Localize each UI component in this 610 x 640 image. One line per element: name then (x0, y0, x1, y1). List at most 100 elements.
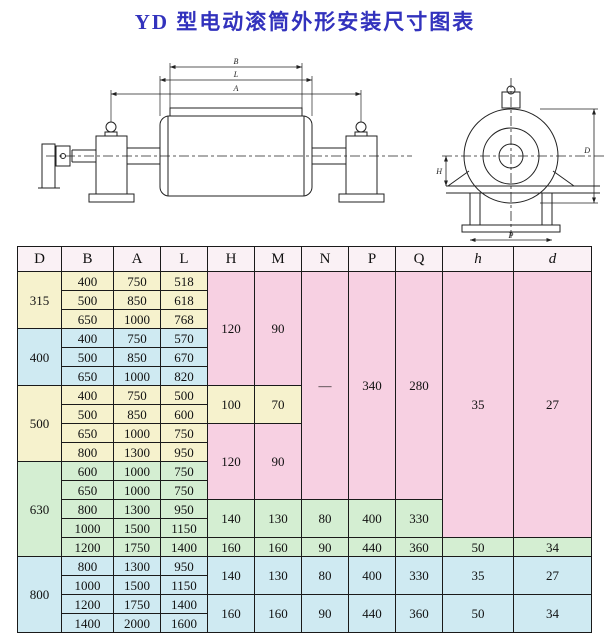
table-row: 800 1300 950 (18, 442, 592, 462)
table-row: 500 850 618 (18, 290, 592, 310)
right-eyebolt-icon (355, 121, 367, 133)
h-cell: 140 (207, 556, 255, 595)
b-cell: 1200 (61, 594, 114, 614)
a-cell: 1500 (113, 575, 161, 595)
m-cell: 130 (254, 499, 302, 538)
h-cell: 120 (207, 271, 255, 386)
b-cell: 500 (61, 290, 114, 310)
a-cell: 1300 (113, 442, 161, 462)
col-header-H: H (207, 246, 255, 272)
q-cell: 360 (395, 594, 443, 633)
l-cell: 768 (160, 309, 208, 329)
table-row: 1200 1750 1400 160 160 90 440 360 50 34 (18, 537, 592, 557)
q-cell: 330 (395, 499, 443, 538)
b-cell: 650 (61, 366, 114, 386)
hh-cell: 50 (442, 537, 514, 557)
b-cell: 650 (61, 480, 114, 500)
b-cell: 500 (61, 347, 114, 367)
base-plate (461, 224, 561, 233)
a-cell: 850 (113, 290, 161, 310)
l-cell: 750 (160, 480, 208, 500)
h-cell: 100 (207, 385, 255, 424)
col-header-Q: Q (395, 246, 443, 272)
l-cell: 950 (160, 442, 208, 462)
m-cell: 160 (254, 594, 302, 633)
col-header-M: M (254, 246, 302, 272)
p-cell: 400 (348, 556, 396, 595)
p-cell: 440 (348, 537, 396, 557)
l-cell: 600 (160, 404, 208, 424)
n-cell: — (301, 271, 349, 500)
a-cell: 1000 (113, 461, 161, 481)
dim-label-P: P (508, 231, 514, 240)
l-cell: 1600 (160, 613, 208, 633)
col-header-N: N (301, 246, 349, 272)
q-cell: 330 (395, 556, 443, 595)
a-cell: 1000 (113, 366, 161, 386)
l-cell: 950 (160, 499, 208, 519)
m-cell: 90 (254, 271, 302, 386)
d-group-cell: 315 (17, 271, 62, 329)
left-fixture (41, 143, 56, 189)
m-cell: 130 (254, 556, 302, 595)
table-row: 1200 1750 1400 160 160 90 440 360 50 34 (18, 594, 592, 633)
a-cell: 1000 (113, 480, 161, 500)
a-cell: 850 (113, 347, 161, 367)
shaft-end (55, 145, 71, 167)
n-cell: 80 (301, 499, 349, 538)
q-cell: 360 (395, 537, 443, 557)
end-lug (501, 91, 521, 109)
table-row: 800 800 1300 950 140 130 80 400 330 35 2… (17, 556, 592, 633)
a-cell: 750 (113, 328, 161, 348)
belt-band (169, 107, 303, 117)
l-cell: 1400 (160, 537, 208, 557)
a-cell: 1000 (113, 423, 161, 443)
b-cell: 400 (61, 385, 114, 405)
l-cell: 950 (160, 556, 208, 576)
table-row: 650 1000 768 (18, 309, 592, 329)
b-cell: 400 (61, 328, 114, 348)
hh-cell: 35 (442, 556, 514, 595)
l-cell: 1400 (160, 594, 208, 614)
dim-label-D: D (583, 146, 590, 155)
d-group-cell: 800 (17, 556, 62, 633)
b-cell: 1000 (61, 518, 114, 538)
h-cell: 160 (207, 594, 255, 633)
drum-end-view (442, 78, 604, 242)
n-cell: 90 (301, 594, 349, 633)
dd-cell: 27 (513, 271, 592, 538)
dim-label-H: H (435, 167, 443, 176)
b-cell: 400 (61, 271, 114, 291)
hh-cell: 50 (442, 594, 514, 633)
p-cell: 400 (348, 499, 396, 538)
table-row: 650 1000 750 120 90 (18, 423, 592, 500)
col-header-L: L (160, 246, 208, 272)
page-title: YD 型电动滚筒外形安装尺寸图表 (134, 10, 476, 34)
table-row: 500 850 600 (18, 404, 592, 424)
l-cell: 618 (160, 290, 208, 310)
drum-side-view (38, 63, 412, 203)
d-group-cell: 500 (17, 385, 62, 462)
l-cell: 518 (160, 271, 208, 291)
table-row: 800 1300 950 140 130 80 400 330 (18, 499, 592, 538)
table-row: 500 400 750 500 100 70 (17, 385, 592, 462)
p-cell: 340 (348, 271, 396, 500)
l-cell: 1150 (160, 518, 208, 538)
dim-label-B: B (234, 57, 239, 66)
col-header-P: P (348, 246, 396, 272)
b-cell: 600 (61, 461, 114, 481)
hh-cell: 35 (442, 271, 514, 538)
table-row: 1400 2000 1600 (18, 613, 592, 633)
b-cell: 800 (61, 499, 114, 519)
b-cell: 650 (61, 423, 114, 443)
dim-label-A: A (233, 84, 239, 93)
b-cell: 1200 (61, 537, 114, 557)
col-header-h: h (442, 246, 514, 272)
left-eyebolt-icon (105, 121, 117, 133)
dd-cell: 34 (513, 594, 592, 633)
a-cell: 1750 (113, 594, 161, 614)
a-cell: 1000 (113, 309, 161, 329)
q-cell: 280 (395, 271, 443, 500)
table-row: 1000 1500 1150 (18, 575, 592, 595)
col-header-d: d (513, 246, 592, 272)
